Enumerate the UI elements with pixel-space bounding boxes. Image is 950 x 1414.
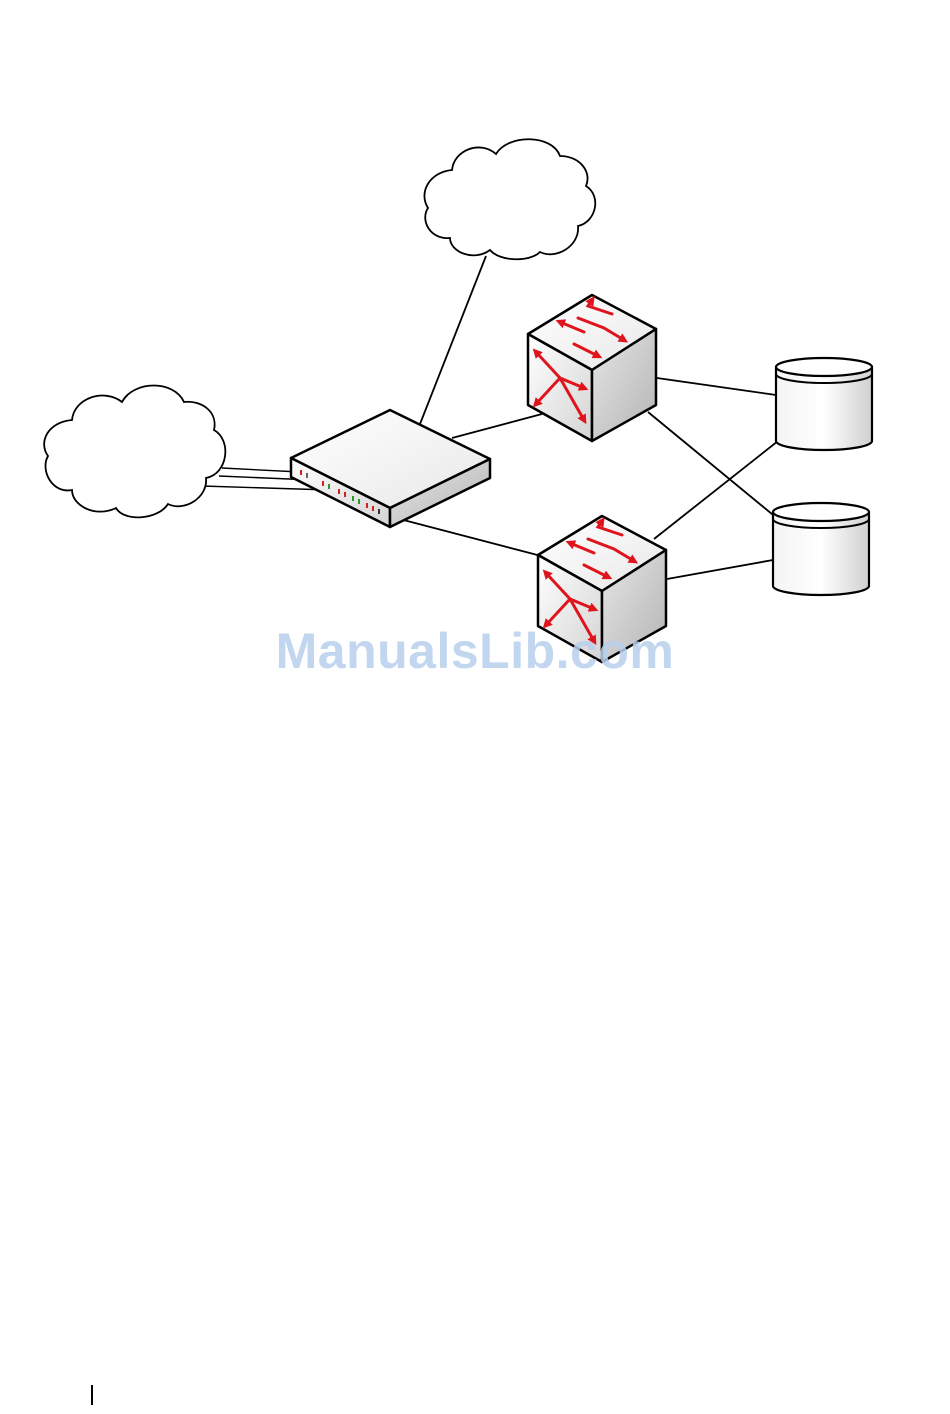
cloud-top-icon [424, 139, 595, 259]
link-switch-top-storage-top [657, 378, 776, 395]
cloud-left-icon [44, 386, 225, 518]
switch-top-icon [528, 295, 656, 441]
link-switch-top-storage-bottom [648, 412, 778, 519]
link-appliance-cloud-top [420, 256, 486, 424]
link-appliance-switch-bottom [392, 517, 545, 557]
security-appliance-icon [291, 410, 490, 527]
storage-bottom-icon [773, 503, 869, 595]
watermark: ManualsLib.com [0, 622, 950, 680]
link-appliance-switch-top [452, 414, 542, 438]
storage-top-icon [776, 358, 872, 450]
link-switch-bottom-storage-top [654, 441, 778, 539]
link-switch-bottom-storage-bottom [667, 560, 773, 579]
page-margin-marker [91, 1385, 93, 1405]
